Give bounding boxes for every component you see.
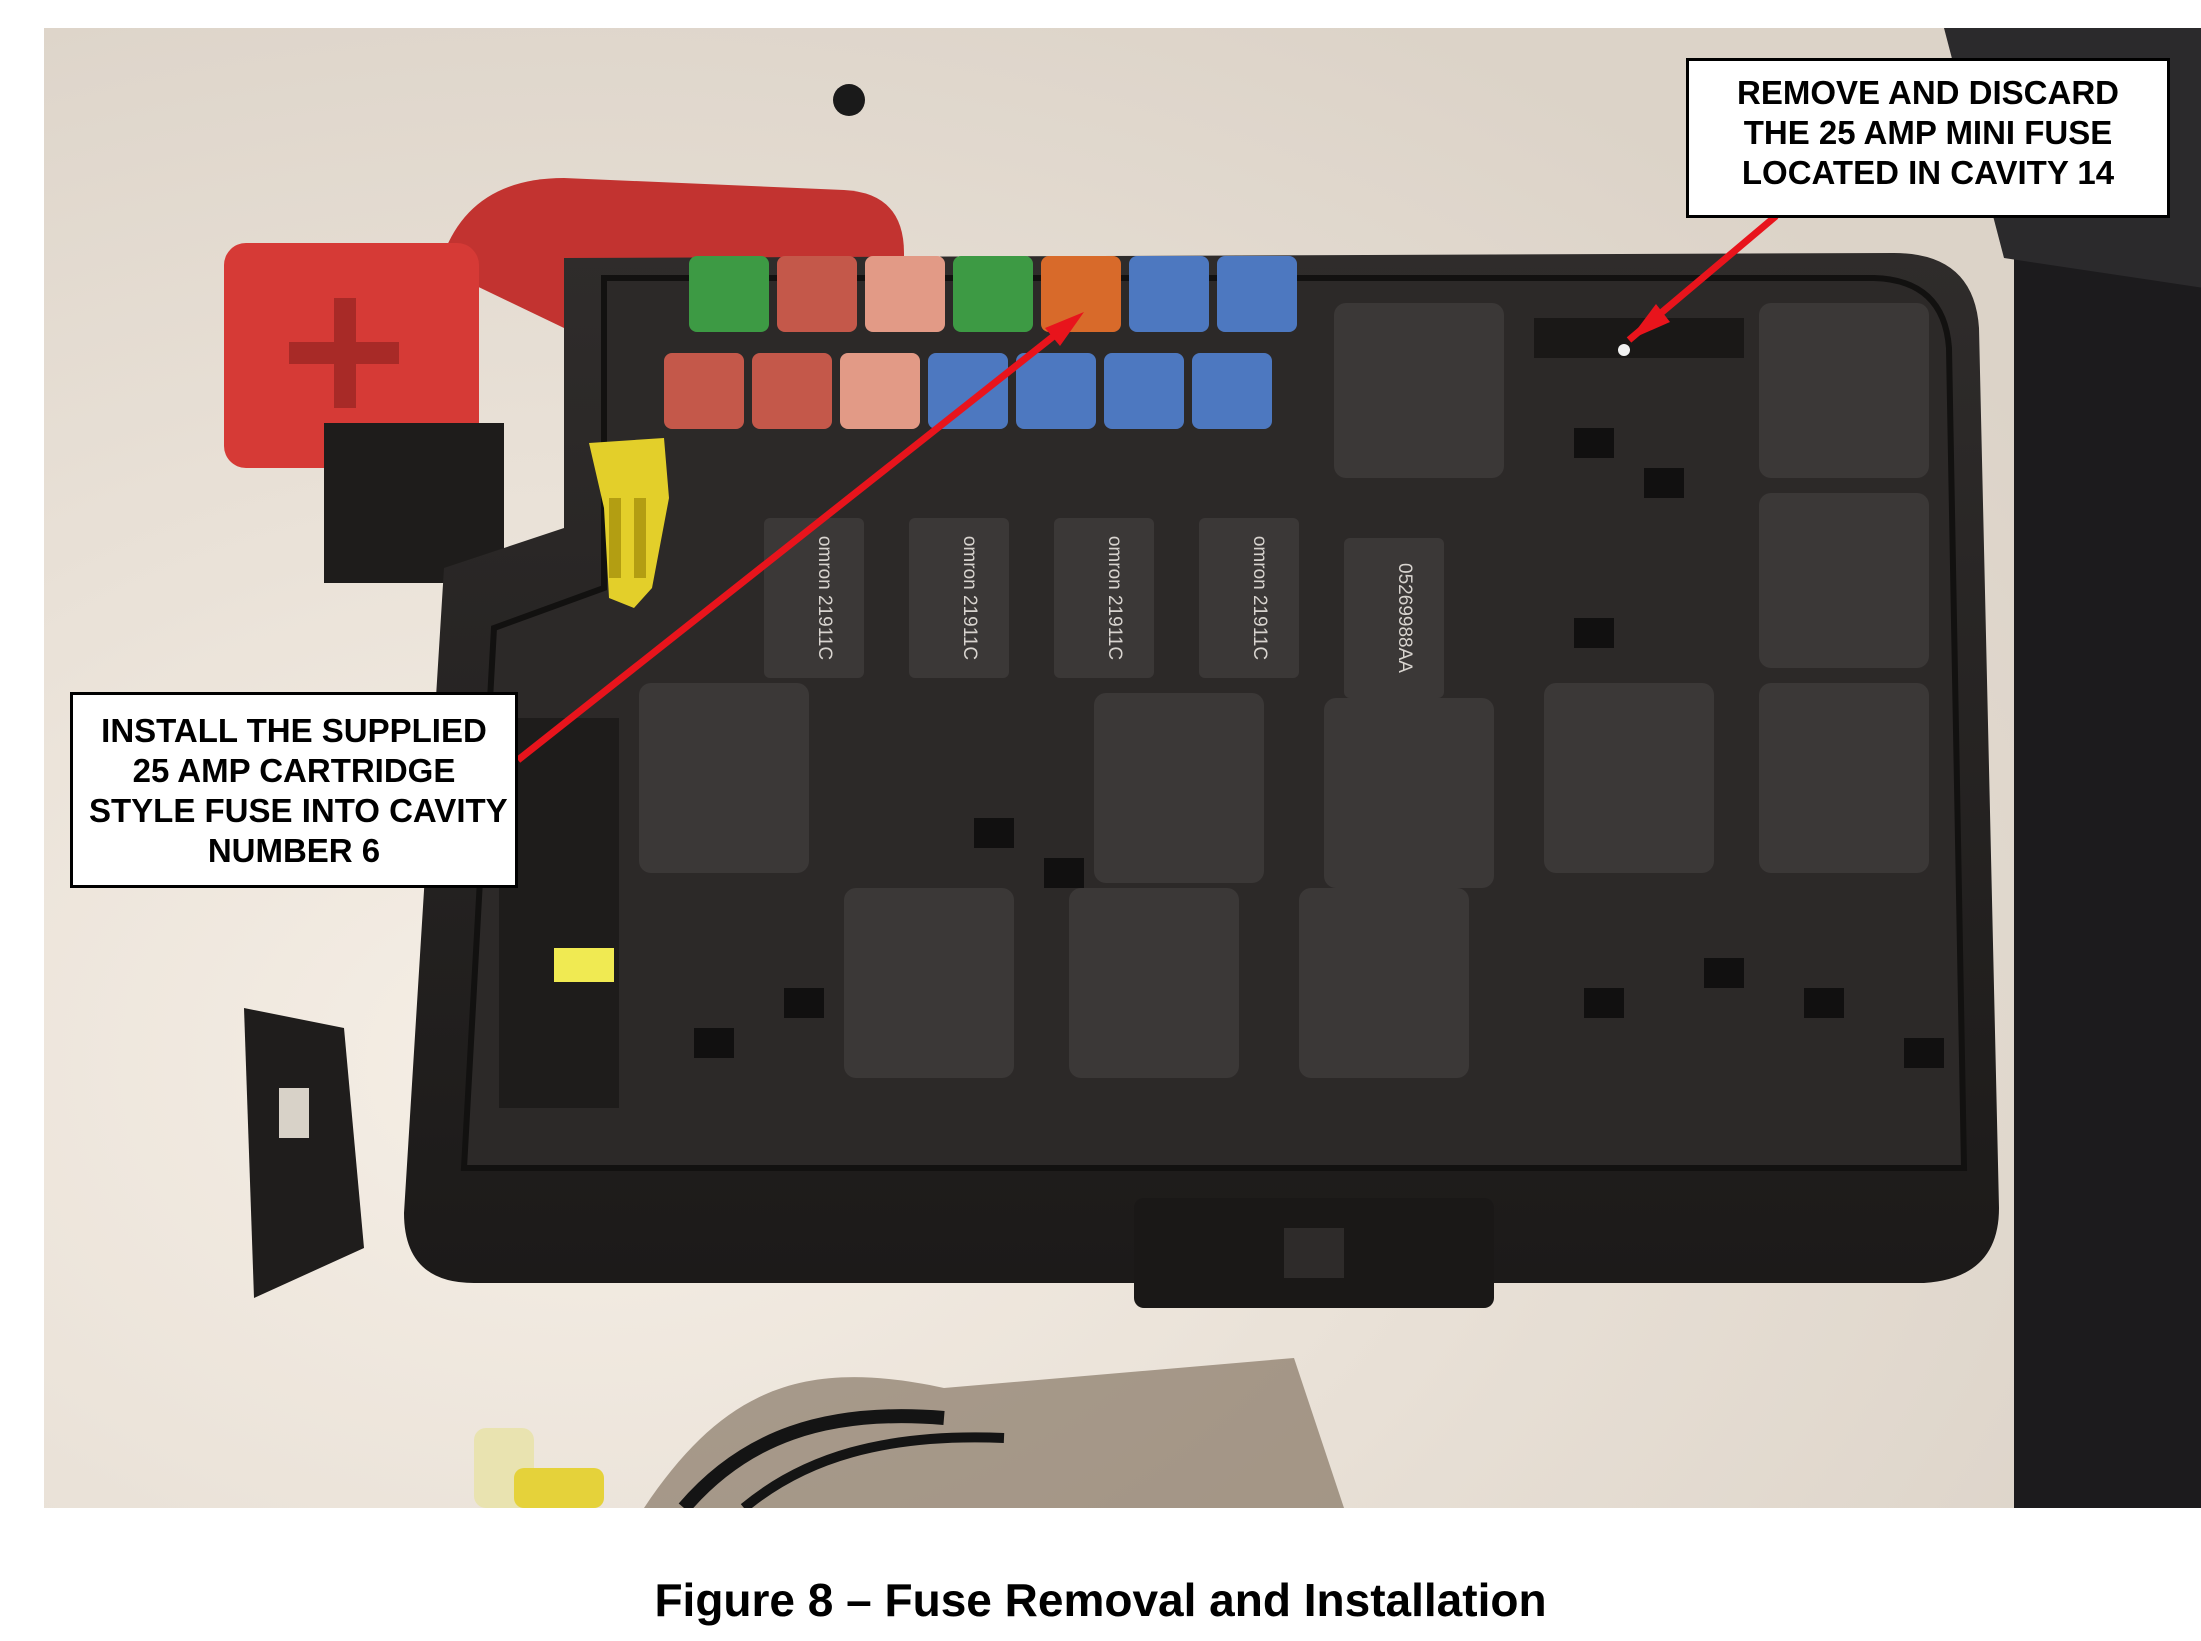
cartridge-fuse-row-2: [664, 353, 1272, 429]
wire: [678, 1409, 945, 1508]
cartridge-fuse: [664, 353, 744, 429]
empty-sockets: [694, 428, 1944, 1068]
cube-relay: [1299, 888, 1469, 1078]
cube-relay: [1544, 683, 1714, 873]
upright-relay: [1344, 538, 1444, 698]
fuse-box-photo: omron 21911C omron 21911C omron 21911C o…: [44, 28, 2201, 1508]
relay-label: omron 21911C: [1104, 536, 1125, 660]
cartridge-fuse: [1016, 353, 1096, 429]
upright-relay: [909, 518, 1009, 678]
cartridge-fuse: [865, 256, 945, 332]
cartridge-fuse: [777, 256, 857, 332]
cube-relay: [1334, 303, 1504, 478]
cartridge-fuse: [1217, 256, 1297, 332]
relay-label: omron 21911C: [814, 536, 835, 660]
fuse-box-illustration: omron 21911C omron 21911C omron 21911C o…: [44, 28, 2201, 1508]
cube-relay-grid: [639, 303, 1929, 1078]
cartridge-fuse-cavity-6: [1041, 256, 1121, 332]
mini-fuse-strip: [1534, 318, 1744, 358]
cartridge-fuse-row-1: [689, 256, 1297, 332]
cartridge-fuse: [689, 256, 769, 332]
cartridge-fuse: [1192, 353, 1272, 429]
callout-line: LOCATED IN CAVITY 14: [1741, 154, 2115, 191]
cartridge-fuse: [953, 256, 1033, 332]
cube-relay: [1759, 303, 1929, 478]
cube-relay: [1324, 698, 1494, 888]
cartridge-fuse: [752, 353, 832, 429]
cartridge-fuse: [1129, 256, 1209, 332]
cartridge-fuse: [928, 353, 1008, 429]
callout-install-cartridge-fuse: INSTALL THE SUPPLIED 25 AMP CARTRIDGE ST…: [70, 692, 518, 888]
upright-relay-row: omron 21911C omron 21911C omron 21911C o…: [764, 518, 1444, 698]
figure-caption: Figure 8 – Fuse Removal and Installation: [654, 1574, 1547, 1626]
relay-label: omron 21911C: [959, 536, 980, 660]
cartridge-fuse: [840, 353, 920, 429]
mounting-bracket: [244, 1008, 364, 1298]
callout-line: REMOVE AND DISCARD: [1737, 74, 2119, 111]
callout-remove-mini-fuse: REMOVE AND DISCARD THE 25 AMP MINI FUSE …: [1686, 58, 2170, 218]
mini-fuse-column: [499, 718, 619, 1108]
hole: [833, 84, 865, 116]
callout-line: STYLE FUSE INTO CAVITY: [89, 792, 508, 829]
cube-relay: [1759, 683, 1929, 873]
arrow-head: [1629, 304, 1670, 340]
callout-line: 25 AMP CARTRIDGE: [132, 752, 456, 789]
arrow-head: [1045, 312, 1084, 346]
arrow-to-cavity-6: [515, 317, 1077, 763]
cartridge-fuse: [1104, 353, 1184, 429]
mini-fuse-yellow: [554, 948, 614, 982]
upright-relay: [1054, 518, 1154, 678]
callout-line: INSTALL THE SUPPLIED: [101, 712, 487, 749]
upright-relay: [1199, 518, 1299, 678]
cube-relay: [1759, 493, 1929, 668]
cube-relay: [844, 888, 1014, 1078]
relay-label: 05269988AA: [1394, 563, 1415, 673]
cube-relay: [1069, 888, 1239, 1078]
callout-line: THE 25 AMP MINI FUSE: [1743, 114, 2113, 151]
upright-relay: [764, 518, 864, 678]
callout-line: NUMBER 6: [207, 832, 381, 869]
relay-label: omron 21911C: [1249, 536, 1270, 660]
cap-plus-horizontal: [289, 342, 399, 364]
cube-relay: [1094, 693, 1264, 883]
cube-relay: [639, 683, 809, 873]
cavity-14: [1618, 344, 1630, 356]
